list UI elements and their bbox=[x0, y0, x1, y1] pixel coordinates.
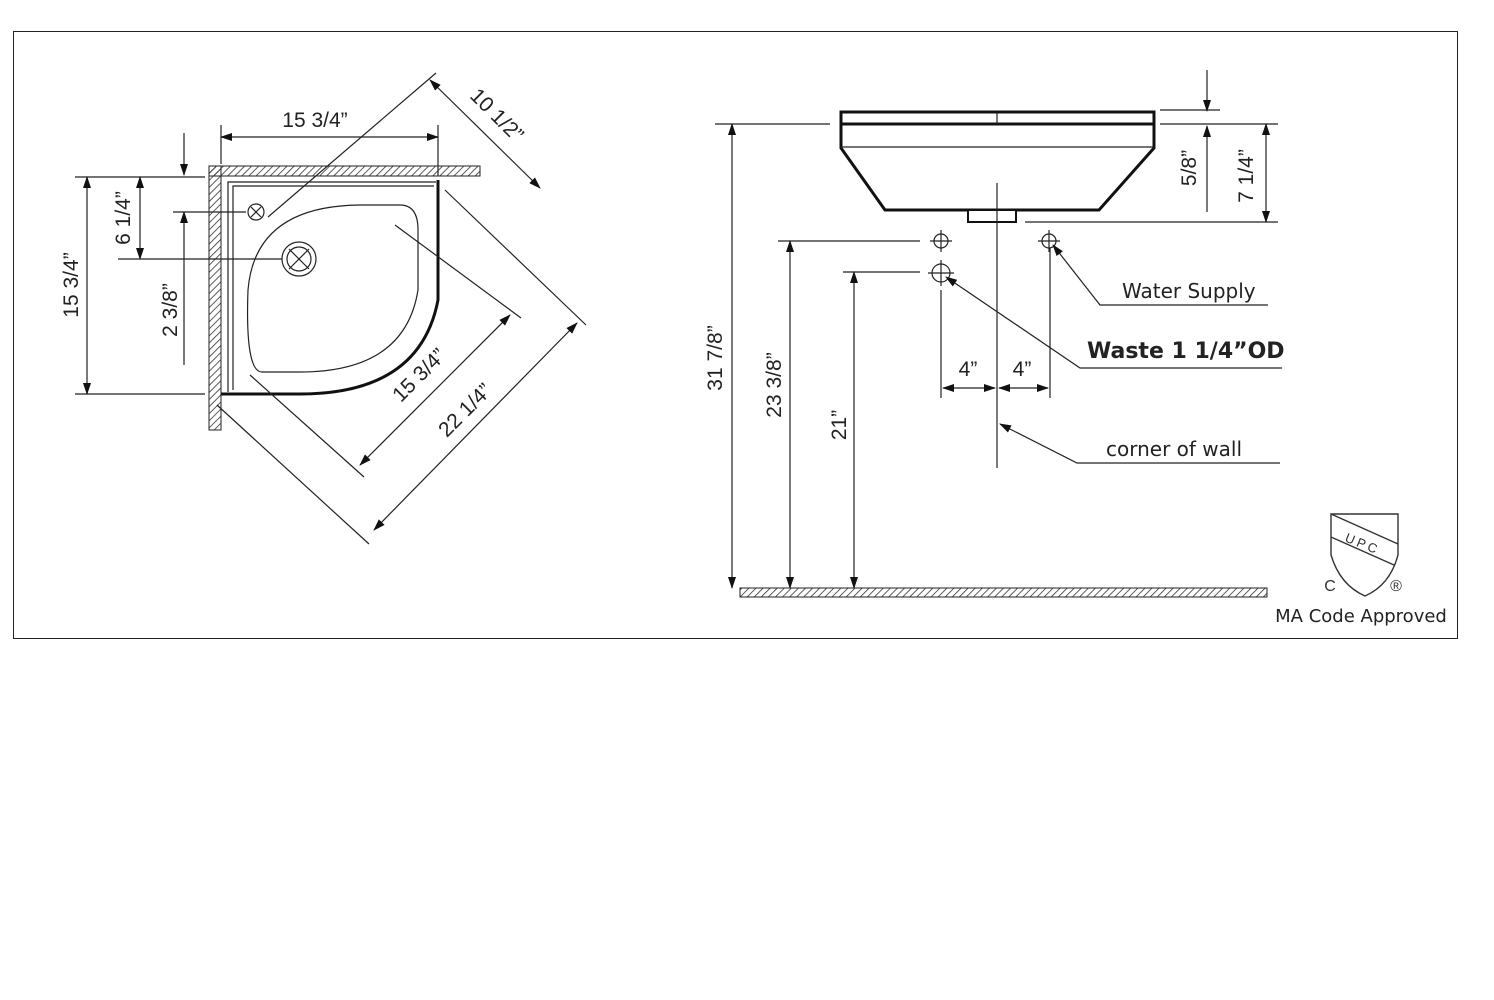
bowl-outline bbox=[247, 204, 419, 373]
floor bbox=[739, 587, 1268, 598]
side-view: 5/8” 7 1/4” 31 7/8” 23 3/8” 21” bbox=[704, 70, 1285, 598]
dim-top-width: 15 3/4” bbox=[282, 109, 347, 132]
supply-left-icon bbox=[930, 230, 952, 252]
label-waste: Waste 1 1/4”OD bbox=[1087, 339, 1285, 364]
side-wall bbox=[208, 165, 222, 431]
c-mark: C bbox=[1324, 578, 1336, 595]
shield-icon bbox=[1330, 513, 1399, 597]
waste-icon bbox=[928, 260, 954, 286]
top-view: 15 3/4” 15 3/4” 6 1/4” 2 3/8” 10 1/2” 15… bbox=[60, 72, 587, 545]
dim-right-offset: 4” bbox=[1013, 358, 1032, 381]
label-water-supply: Water Supply bbox=[1122, 279, 1256, 303]
dim-diag-outer: 22 1/4” bbox=[434, 379, 497, 442]
supply-hole-icon bbox=[247, 203, 265, 221]
dim-supply-height: 23 3/8” bbox=[763, 352, 786, 417]
dim-bowl-height: 7 1/4” bbox=[1235, 149, 1258, 203]
registered-mark: ® bbox=[1390, 578, 1402, 595]
drawing-frame bbox=[13, 31, 1458, 639]
dim-left-offset: 4” bbox=[959, 358, 978, 381]
supply-right-icon bbox=[1038, 230, 1060, 252]
drain-outlet bbox=[967, 209, 1017, 223]
dim-diag-inner: 15 3/4” bbox=[388, 344, 451, 407]
sink-side-outline bbox=[839, 110, 1156, 212]
dim-supply-offset: 6 1/4” bbox=[112, 191, 135, 245]
upc-certification-badge: UPC C ® MA Code Approved bbox=[1275, 513, 1447, 627]
dim-waste-height: 21” bbox=[828, 410, 851, 440]
dim-front-depth: 10 1/2” bbox=[465, 84, 528, 147]
dim-drain-offset: 2 3/8” bbox=[159, 283, 182, 337]
back-wall bbox=[208, 165, 481, 177]
dim-total-height: 31 7/8” bbox=[704, 325, 727, 390]
sink-outline bbox=[221, 180, 440, 396]
dim-rim: 5/8” bbox=[1178, 150, 1201, 186]
ma-code-approved: MA Code Approved bbox=[1275, 606, 1447, 627]
label-corner-of-wall: corner of wall bbox=[1106, 437, 1242, 461]
dim-left-depth: 15 3/4” bbox=[60, 252, 83, 317]
